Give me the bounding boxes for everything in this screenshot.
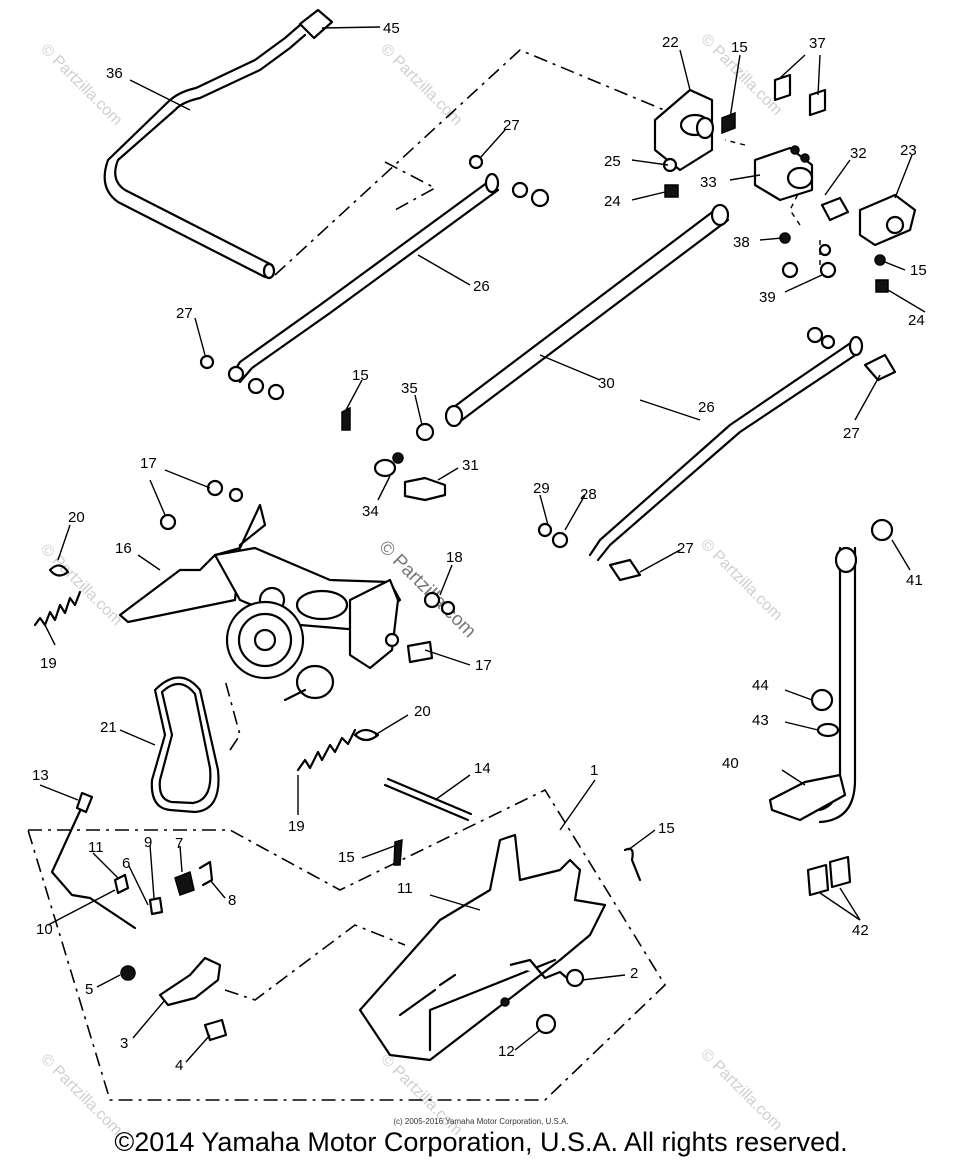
- callout-45: 45: [383, 20, 400, 37]
- callout-1: 1: [590, 762, 598, 779]
- callout-27d: 27: [677, 540, 694, 557]
- part-19-springs: [33, 590, 357, 772]
- callout-31: 31: [462, 457, 479, 474]
- callout-3: 3: [120, 1035, 128, 1052]
- part-36-handle-bar: [103, 8, 381, 280]
- callout-43: 43: [752, 712, 769, 729]
- callout-11: 11: [88, 839, 104, 856]
- watermark: © Partzilla.com: [37, 41, 125, 129]
- callout-21: 21: [100, 719, 117, 736]
- part-20-clips: [48, 564, 380, 742]
- callout-14: 14: [474, 760, 491, 777]
- callout-35: 35: [401, 380, 418, 397]
- callout-16: 16: [115, 540, 132, 557]
- part-30-rod-long: [415, 203, 730, 442]
- callout-27b: 27: [176, 305, 193, 322]
- leader-lines: [39, 49, 926, 1063]
- part-1-platform: [358, 833, 642, 1062]
- callout-27: 27: [503, 117, 520, 134]
- callout-34: 34: [362, 503, 379, 520]
- callout-26b: 26: [698, 399, 715, 416]
- callout-5: 5: [85, 981, 93, 998]
- copyright-notice: ©2014 Yamaha Motor Corporation, U.S.A. A…: [114, 1127, 848, 1157]
- callout-39: 39: [759, 289, 776, 306]
- callout-29: 29: [533, 480, 550, 497]
- callout-25b: 15: [910, 262, 927, 279]
- callout-42: 42: [852, 922, 869, 939]
- callout-28: 28: [580, 486, 597, 503]
- callout-25: 25: [604, 153, 621, 170]
- callout-15b: 15: [352, 367, 369, 384]
- callout-30: 30: [598, 375, 615, 392]
- small-copyright: (c) 2005-2016 Yamaha Motor Corporation, …: [393, 1117, 569, 1126]
- part-40-bracket: [768, 518, 894, 897]
- part-10-rod: [50, 791, 214, 930]
- callout-10: 10: [36, 921, 53, 938]
- part-23-bracket: [820, 193, 917, 247]
- callout-20: 20: [68, 509, 85, 526]
- callout-labels: 45 36 22 15 37 27 25 24 33 32 23 26 38 3…: [32, 20, 927, 1074]
- part-14-pin: [383, 777, 473, 866]
- part-3-bracket: [120, 956, 228, 1042]
- callout-15c: 15: [338, 849, 355, 866]
- callout-11b: 11: [397, 880, 413, 897]
- pulley: [225, 600, 335, 702]
- callout-9: 9: [144, 834, 152, 851]
- part-33-pivot: [753, 73, 827, 202]
- callout-17b: 17: [475, 657, 492, 674]
- watermark: © Partzilla.com: [377, 41, 465, 129]
- callout-32: 32: [850, 145, 867, 162]
- callout-23: 23: [900, 142, 917, 159]
- callout-37: 37: [809, 35, 826, 52]
- callout-38: 38: [733, 234, 750, 251]
- part-21-belt: [150, 676, 220, 814]
- callout-7: 7: [175, 835, 183, 852]
- callout-19b: 19: [288, 818, 305, 835]
- callout-13: 13: [32, 767, 49, 784]
- callout-24b: 24: [908, 312, 925, 329]
- callout-18: 18: [446, 549, 463, 566]
- callout-24: 24: [604, 193, 621, 210]
- callout-17: 17: [140, 455, 157, 472]
- callout-27c: 27: [843, 425, 860, 442]
- part-26-rod-lower: [537, 326, 897, 582]
- callout-15d: 15: [658, 820, 675, 837]
- watermark: © Partzilla.com: [697, 536, 785, 624]
- callout-2: 2: [630, 965, 638, 982]
- callout-41: 41: [906, 572, 923, 589]
- callout-22: 22: [662, 34, 679, 51]
- callout-33: 33: [700, 174, 717, 191]
- callout-20b: 20: [414, 703, 431, 720]
- part-22-bracket: [653, 88, 715, 172]
- callout-26: 26: [473, 278, 490, 295]
- callout-19: 19: [40, 655, 57, 672]
- watermark: © Partzilla.com: [37, 541, 125, 629]
- callout-44: 44: [752, 677, 769, 694]
- callout-8: 8: [228, 892, 236, 909]
- callout-12: 12: [498, 1043, 515, 1060]
- callout-4: 4: [175, 1057, 183, 1074]
- callout-15: 15: [731, 39, 748, 56]
- callout-40: 40: [722, 755, 739, 772]
- fasteners: [341, 111, 889, 502]
- part-26-rod-upper: [199, 154, 550, 401]
- callout-6: 6: [122, 855, 130, 872]
- callout-36: 36: [106, 65, 123, 82]
